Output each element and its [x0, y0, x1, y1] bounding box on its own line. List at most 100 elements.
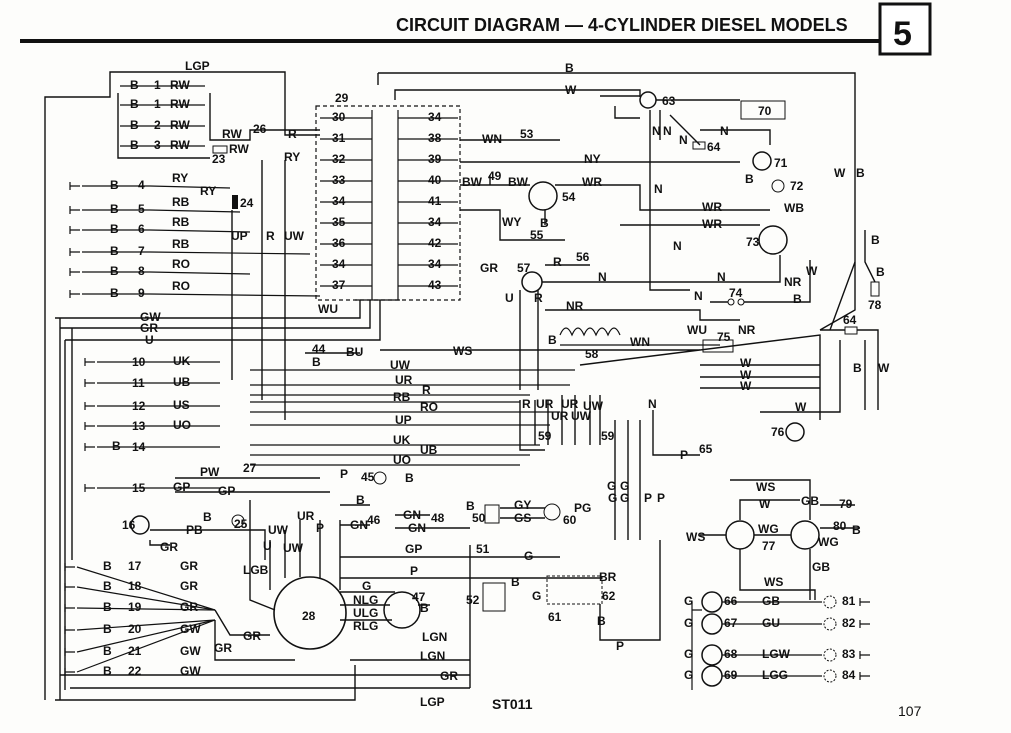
footer-code: ST011 — [492, 696, 533, 712]
top-switch-code-0: RW — [170, 78, 190, 92]
gauge-69 — [701, 665, 723, 687]
label-lgn-2: LGN — [422, 630, 447, 644]
bottom-lamp-num-0: 17 — [128, 559, 142, 573]
sender-83 — [823, 648, 837, 662]
label-p-62: P — [616, 639, 624, 653]
bottom-lamp-wire — [76, 607, 216, 611]
left-switch-earth-5 — [69, 290, 80, 298]
label-b-80: B — [852, 523, 861, 537]
label-gr-bottom: GR — [440, 669, 458, 683]
label-b-78a: B — [871, 233, 880, 247]
wire-bw — [460, 175, 530, 186]
label-n-74b: N — [694, 289, 703, 303]
label-b-45: B — [405, 471, 414, 485]
component-50 — [484, 504, 500, 524]
label-gy: GY — [514, 498, 531, 512]
label-n-59: N — [648, 397, 657, 411]
left-switch-code-5: RO — [172, 279, 190, 293]
sender-earth-0 — [859, 598, 870, 606]
label-61: 61 — [548, 610, 562, 624]
label-26: 26 — [253, 122, 267, 136]
label-w-63: W — [565, 83, 577, 97]
bottom-lamp-earth-1 — [64, 583, 75, 591]
mid-lamp-num-5: 15 — [132, 481, 146, 495]
left-switch-wire — [82, 271, 251, 275]
label-w-76: W — [795, 400, 807, 414]
label-bu: BU — [346, 345, 363, 359]
left-switch-b-5: B — [110, 286, 119, 300]
label-r-59: R — [522, 397, 531, 411]
label-w-3: W — [740, 379, 752, 393]
gauge-num-2: 68 — [724, 647, 738, 661]
mid-lamp-num-2: 12 — [132, 399, 146, 413]
gauge-code-0: GB — [762, 594, 780, 608]
left-switch-earth-3 — [69, 248, 80, 256]
wire-n-right — [649, 129, 771, 291]
label-g-47: G — [362, 579, 371, 593]
label-b-47: B — [420, 601, 429, 615]
wire-50-60 — [500, 507, 545, 519]
fuse-right-4: 41 — [428, 194, 442, 208]
label-64-right: 64 — [843, 313, 857, 327]
label-wg-77a: WG — [758, 522, 779, 536]
sender-earth-1 — [859, 620, 870, 628]
label-b-44: B — [312, 355, 321, 369]
label-br: BR — [599, 570, 617, 584]
label-p-45: P — [340, 467, 348, 481]
top-switch-num-0: 1 — [154, 78, 161, 92]
label-gp-15: GP — [218, 484, 235, 498]
component-77a — [725, 520, 755, 550]
label-rw-23: RW — [229, 142, 249, 156]
label-63: 63 — [662, 94, 676, 108]
label-uw-59a: UW — [583, 399, 604, 413]
label-44: 44 — [312, 342, 326, 356]
label-n-64: N — [679, 133, 688, 147]
bottom-lamp-wire — [76, 586, 216, 611]
left-switch-num-3: 7 — [138, 244, 145, 258]
horn-16 — [130, 515, 150, 535]
mid-lamp-code-5: GP — [173, 480, 190, 494]
label-wg-77b: WG — [818, 535, 839, 549]
label-g-52: G — [532, 589, 541, 603]
bus-label-gw: GW — [140, 310, 161, 324]
top-switch-num-1: 1 — [154, 97, 161, 111]
mid-lamp-code-1: UB — [173, 375, 191, 389]
top-switch-b-3: B — [130, 138, 139, 152]
fuse-right-3: 40 — [428, 173, 442, 187]
harness-label-1: UR — [395, 373, 413, 387]
label-53: 53 — [520, 127, 534, 141]
label-b-72: B — [745, 172, 754, 186]
fuse-right-2: 39 — [428, 152, 442, 166]
label-g-59d: G — [620, 491, 629, 505]
label-ny: NY — [584, 152, 601, 166]
harness-label-5: UP — [395, 413, 412, 427]
label-lgb: LGB — [243, 563, 269, 577]
label-48: 48 — [431, 511, 445, 525]
fuse-bus — [355, 110, 400, 301]
label-wn-53: WN — [482, 132, 502, 146]
harness-label-6: UK — [393, 433, 411, 447]
label-ws-77b: WS — [686, 530, 705, 544]
bottom-lamp-num-2: 19 — [128, 600, 142, 614]
sender-82 — [823, 617, 837, 631]
label-gr-28: GR — [243, 629, 261, 643]
label-n-57: N — [598, 270, 607, 284]
left-switch-code-2: RB — [172, 215, 190, 229]
wire-pw-27 — [175, 477, 330, 493]
switch-24 — [232, 195, 238, 209]
wire-up-r-uw — [231, 160, 286, 420]
wire-wy-55 — [460, 209, 565, 241]
label-u-28: U — [263, 539, 272, 553]
label-24: 24 — [240, 196, 254, 210]
fuse-right-0: 34 — [428, 110, 442, 124]
wire-b-top — [377, 72, 856, 331]
label-r-56: R — [553, 255, 562, 269]
fuse-left-2: 32 — [332, 152, 346, 166]
wire-74 — [700, 255, 811, 303]
label-gn-46b: GN — [403, 508, 421, 522]
label-28: 28 — [302, 609, 316, 623]
bottom-lamp-b-1: B — [103, 579, 112, 593]
